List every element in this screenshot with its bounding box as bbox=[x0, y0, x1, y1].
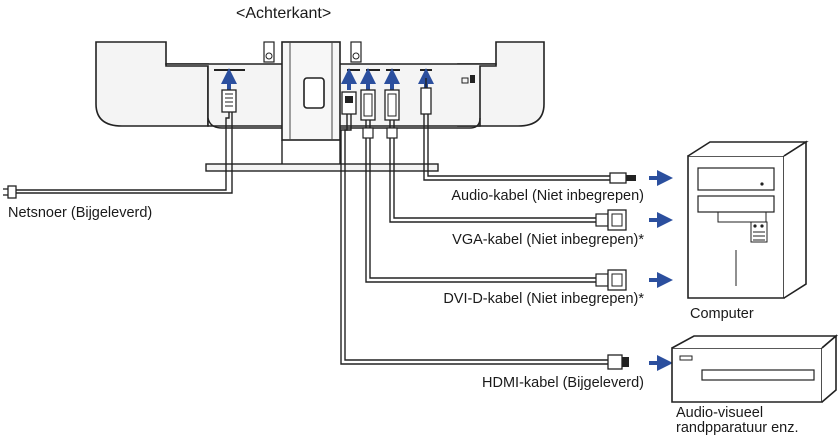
hdmi-cable bbox=[340, 91, 629, 370]
audio-cable-label: Audio-kabel (Niet inbegrepen) bbox=[451, 188, 644, 204]
av-device-label-line2: randpparatuur enz. bbox=[676, 420, 799, 436]
dvi-cable-label: DVI-D-kabel (Niet inbegrepen)* bbox=[443, 291, 644, 307]
audio-cable bbox=[420, 78, 636, 184]
computer-label: Computer bbox=[690, 306, 754, 322]
power-cord bbox=[3, 89, 237, 199]
monitor-back bbox=[95, 41, 545, 172]
av-device-label-line1: Audio-visueel bbox=[676, 405, 764, 421]
computer-icon bbox=[687, 140, 809, 299]
av-device-icon bbox=[671, 334, 839, 403]
vga-cable-label: VGA-kabel (Niet inbegrepen)* bbox=[452, 232, 644, 248]
vga-cable bbox=[384, 89, 627, 231]
device-arrows bbox=[649, 170, 673, 371]
diagram-title: <Achterkant> bbox=[236, 5, 332, 22]
power-cord-label: Netsnoer (Bijgeleverd) bbox=[8, 205, 153, 221]
dvi-cable bbox=[360, 89, 627, 291]
hdmi-cable-label: HDMI-kabel (Bijgeleverd) bbox=[482, 375, 644, 391]
